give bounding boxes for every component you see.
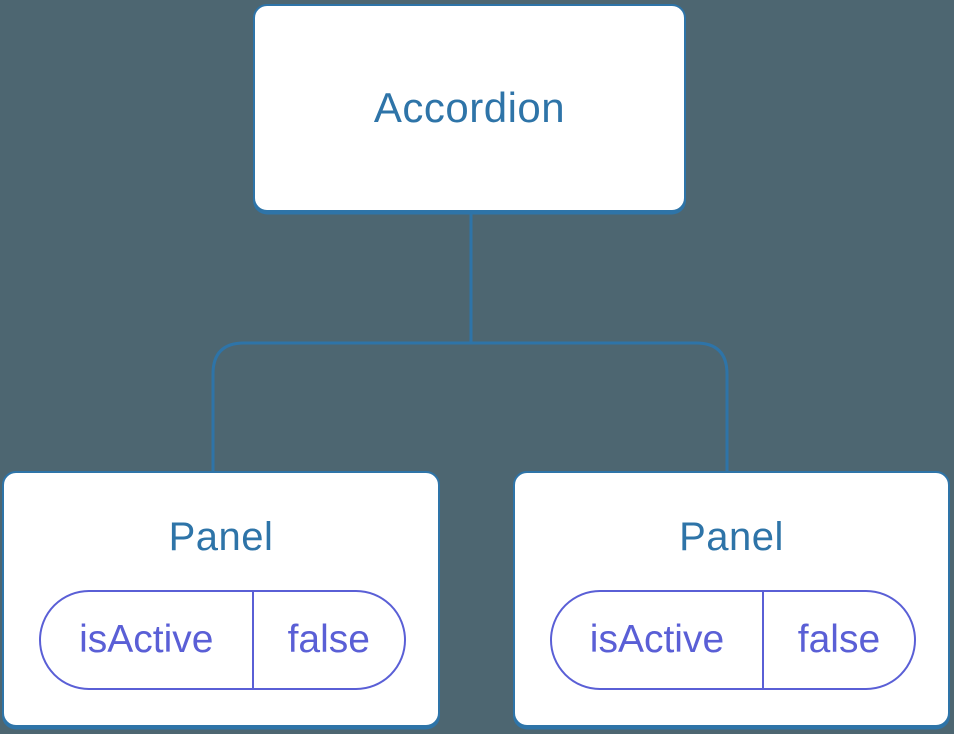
state-value-label: false (251, 592, 404, 688)
node-panel-1: Panel isActive false (2, 471, 440, 727)
node-accordion: Accordion (253, 4, 686, 212)
node-panel-1-label: Panel (168, 515, 274, 559)
state-name-label: isActive (79, 618, 214, 661)
node-panel-2: Panel isActive false (513, 471, 950, 727)
state-value-label: false (761, 592, 914, 688)
node-panel-2-label: Panel (679, 515, 784, 559)
node-panel-1-state-pill: isActive false (39, 590, 406, 690)
state-name-label: isActive (589, 618, 725, 661)
node-accordion-label: Accordion (373, 84, 566, 131)
node-panel-2-state-pill: isActive false (550, 590, 916, 690)
connector-branch (211, 341, 729, 471)
